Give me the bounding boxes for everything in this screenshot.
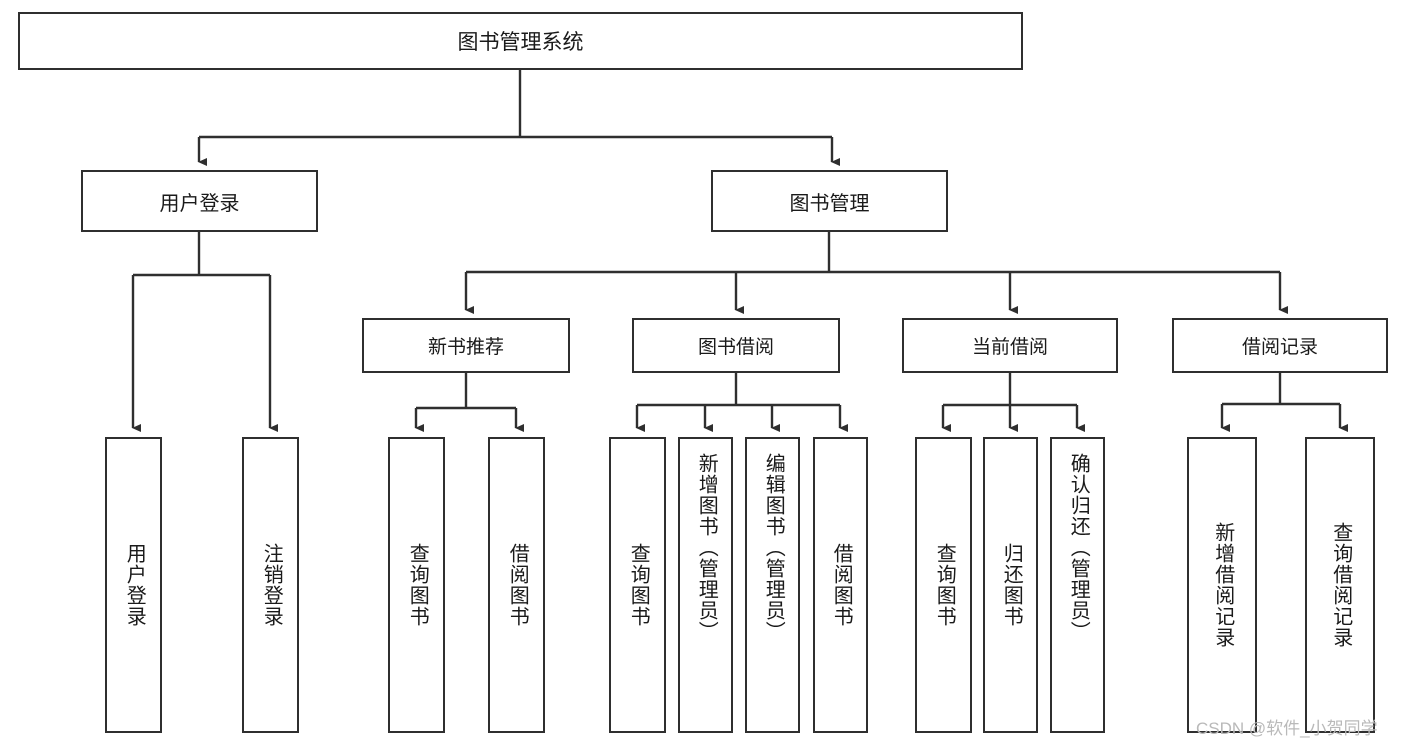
leaf-logout[interactable]: 注销登录 — [242, 437, 299, 733]
node-current-borrow[interactable]: 当前借阅 — [902, 318, 1118, 373]
leaf-return-book[interactable]: 归还图书 — [983, 437, 1038, 733]
leaf-query-book-current[interactable]: 查询图书 — [915, 437, 972, 733]
node-user-login[interactable]: 用户登录 — [81, 170, 318, 232]
node-root-system[interactable]: 图书管理系统 — [18, 12, 1023, 70]
leaf-edit-book-admin[interactable]: 编辑图书（管理员） — [745, 437, 800, 733]
leaf-add-borrow-record[interactable]: 新增借阅记录 — [1187, 437, 1257, 733]
leaf-query-book-recommend[interactable]: 查询图书 — [388, 437, 445, 733]
node-book-borrow[interactable]: 图书借阅 — [632, 318, 840, 373]
csdn-watermark: CSDN @软件_小贺同学 — [1196, 719, 1378, 738]
node-borrow-record[interactable]: 借阅记录 — [1172, 318, 1388, 373]
leaf-borrow-book-recommend[interactable]: 借阅图书 — [488, 437, 545, 733]
leaf-query-borrow-record[interactable]: 查询借阅记录 — [1305, 437, 1375, 733]
node-new-book-recommend[interactable]: 新书推荐 — [362, 318, 570, 373]
leaf-confirm-return-admin[interactable]: 确认归还（管理员） — [1050, 437, 1105, 733]
leaf-user-login[interactable]: 用户登录 — [105, 437, 162, 733]
leaf-borrow-book-borrow[interactable]: 借阅图书 — [813, 437, 868, 733]
leaf-query-book-borrow[interactable]: 查询图书 — [609, 437, 666, 733]
node-book-management[interactable]: 图书管理 — [711, 170, 948, 232]
leaf-add-book-admin[interactable]: 新增图书（管理员） — [678, 437, 733, 733]
